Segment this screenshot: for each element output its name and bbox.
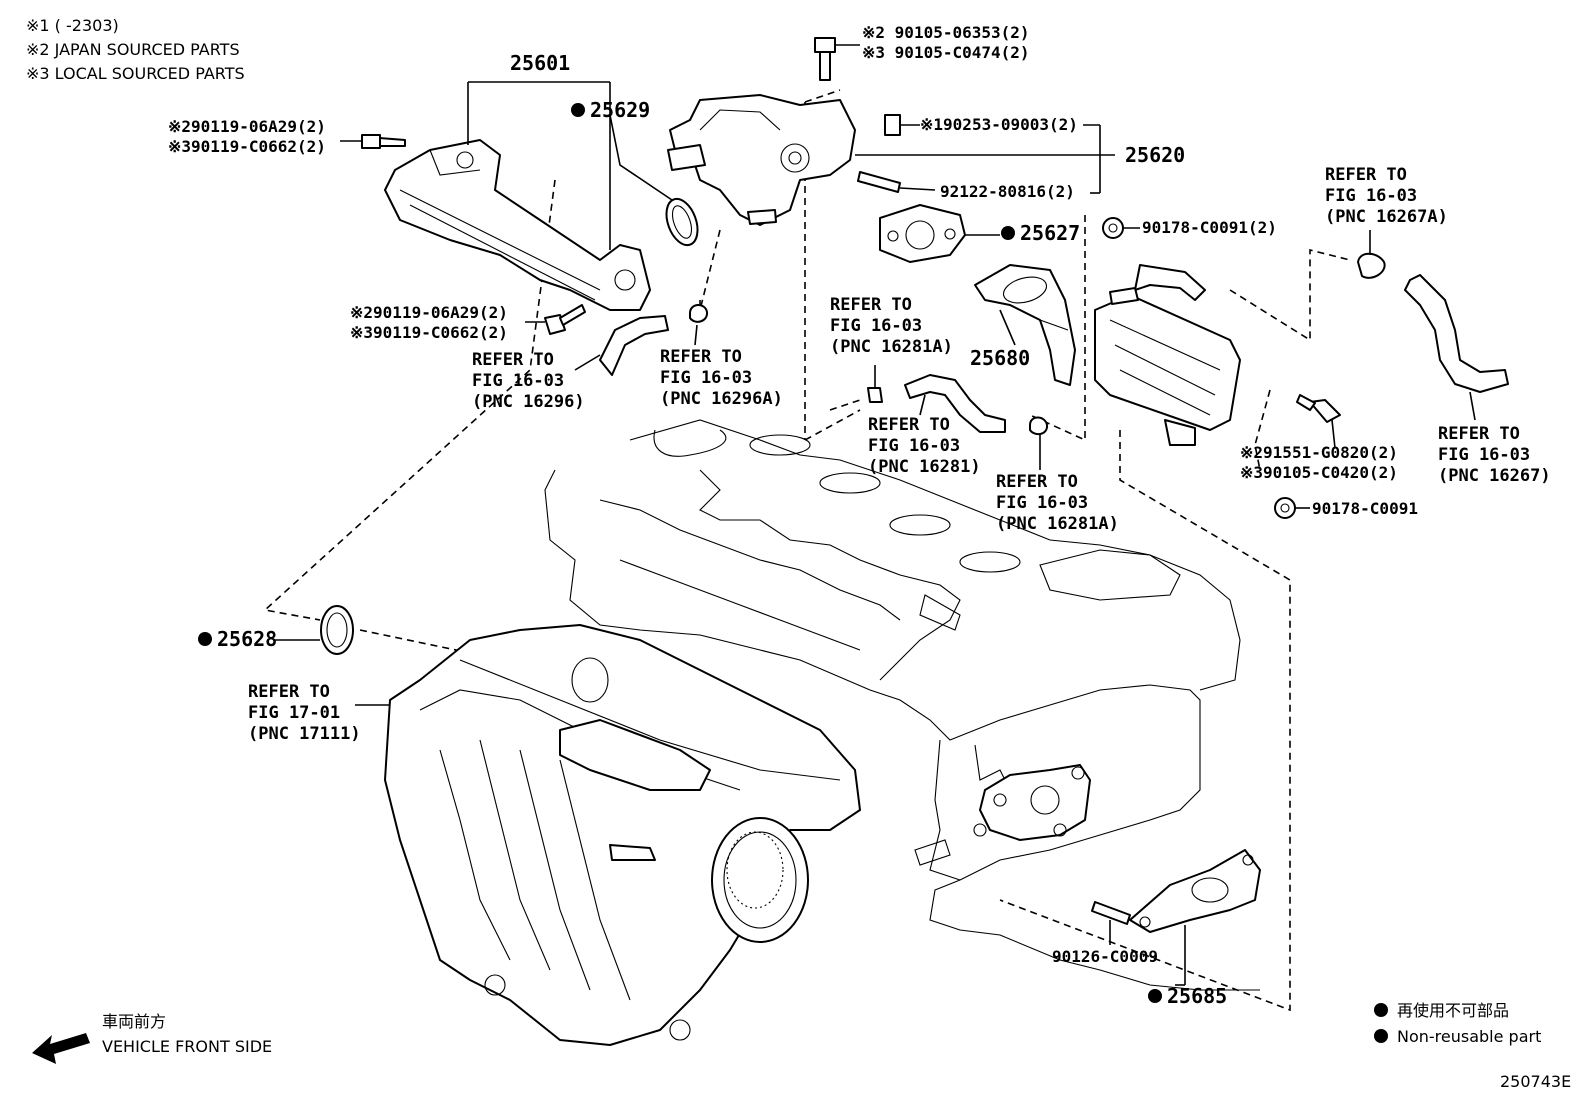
label-bolt-1b: ※3 90105-C0474(2) (862, 43, 1030, 62)
nut-90178-a: 90178-C0091(2) (1102, 217, 1277, 239)
legend: 再使用不可部品 Non-reusable part (1374, 1001, 1541, 1046)
figure-id: 250743E (1500, 1072, 1571, 1091)
svg-text:(PNC 16281): (PNC 16281) (868, 457, 981, 477)
label-91551-a: ※291551-G0820(2) (1240, 443, 1398, 462)
svg-text:FIG 16-03: FIG 16-03 (830, 316, 922, 336)
label-25685: 25685 (1167, 984, 1227, 1008)
svg-text:REFER TO: REFER TO (868, 415, 950, 435)
svg-text:REFER TO: REFER TO (1438, 424, 1520, 444)
ref-16296: REFER TO FIG 16-03 (PNC 16296) (472, 350, 601, 412)
refer-blocks: REFER TO FIG 16-03 (PNC 16296) REFER TO … (248, 165, 1551, 744)
label-bolt-1a: ※2 90105-06353(2) (862, 23, 1030, 42)
vehicle-front-indicator: 車両前方 VEHICLE FRONT SIDE (32, 1012, 272, 1064)
front-arrow-icon (32, 1033, 90, 1064)
svg-text:REFER TO: REFER TO (472, 350, 554, 370)
svg-text:FIG 17-01: FIG 17-01 (248, 703, 340, 723)
engine-block-outline (544, 419, 1260, 991)
clip-16267a (1357, 230, 1386, 279)
label-90253: ※190253-09003(2) (920, 115, 1078, 134)
stud-90126: 90126-C0009 (1052, 901, 1158, 966)
svg-text:(PNC 16281A): (PNC 16281A) (996, 514, 1119, 534)
part-25620-egr-valve: 25620 (667, 94, 1185, 226)
part-25680-egr-connector: 25680 (970, 264, 1076, 386)
bolt-91551: ※291551-G0820(2) ※390105-C0420(2) (1240, 394, 1398, 482)
label-90126: 90126-C0009 (1052, 947, 1158, 966)
svg-text:FIG 16-03: FIG 16-03 (868, 436, 960, 456)
note-2: ※2 JAPAN SOURCED PARTS (26, 40, 240, 59)
label-90178-a: 90178-C0091(2) (1142, 218, 1277, 237)
ref-16281: REFER TO FIG 16-03 (PNC 16281) (868, 394, 981, 477)
stud-92122: 92122-80816(2) (857, 171, 1075, 201)
legend-dot-icon (1374, 1003, 1388, 1017)
label-25680: 25680 (970, 346, 1030, 370)
label-25620: 25620 (1125, 143, 1185, 167)
svg-text:(PNC 17111): (PNC 17111) (248, 724, 361, 744)
part-25627-gasket: 25627 (879, 204, 1080, 263)
svg-text:(PNC 16296): (PNC 16296) (472, 392, 585, 412)
svg-text:FIG 16-03: FIG 16-03 (1325, 186, 1417, 206)
ref-17111: REFER TO FIG 17-01 (PNC 17111) (248, 682, 361, 744)
svg-text:REFER TO: REFER TO (1325, 165, 1407, 185)
label-91551-b: ※390105-C0420(2) (1240, 463, 1398, 482)
note-1: ※1 ( -2303) (26, 16, 119, 35)
svg-text:REFER TO: REFER TO (830, 295, 912, 315)
front-en: VEHICLE FRONT SIDE (102, 1037, 272, 1056)
note-3: ※3 LOCAL SOURCED PARTS (26, 64, 245, 83)
label-25601: 25601 (510, 51, 570, 75)
bolt-mid-left: ※290119-06A29(2) ※390119-C0662(2) (350, 303, 586, 342)
svg-text:REFER TO: REFER TO (660, 347, 742, 367)
part-25629-gasket: 25629 (571, 98, 699, 247)
part-25628-ring: 25628 (198, 605, 354, 655)
svg-text:(PNC 16296A): (PNC 16296A) (660, 389, 783, 409)
bolt-top-left: ※290119-06A29(2) ※390119-C0662(2) (168, 117, 406, 156)
label-92122: 92122-80816(2) (940, 182, 1075, 201)
ref-16267: REFER TO FIG 16-03 (PNC 16267) (1438, 391, 1551, 486)
svg-text:FIG 16-03: FIG 16-03 (996, 493, 1088, 513)
ref-16281a-bot: REFER TO FIG 16-03 (PNC 16281A) (996, 435, 1119, 534)
svg-text:FIG 16-03: FIG 16-03 (1438, 445, 1530, 465)
pin-90253: ※190253-09003(2) (884, 114, 1101, 194)
label-25627: 25627 (1020, 221, 1080, 245)
svg-text:FIG 16-03: FIG 16-03 (660, 368, 752, 388)
label-25629: 25629 (590, 98, 650, 122)
intake-manifold (355, 624, 861, 1046)
part-25601-egr-pipe: 25601 (384, 51, 651, 311)
legend-dot-icon (1374, 1029, 1388, 1043)
part-25685-gasket: 25685 (1129, 849, 1261, 1008)
svg-text:(PNC 16267): (PNC 16267) (1438, 466, 1551, 486)
label-bolt-2a: ※290119-06A29(2) (168, 117, 326, 136)
label-90178-b: 90178-C0091 (1312, 499, 1418, 518)
label-bolt-3a: ※290119-06A29(2) (350, 303, 508, 322)
legend-en: Non-reusable part (1397, 1027, 1541, 1046)
svg-text:REFER TO: REFER TO (248, 682, 330, 702)
nut-90178-b: 90178-C0091 (1274, 497, 1418, 519)
svg-text:REFER TO: REFER TO (996, 472, 1078, 492)
label-bolt-3b: ※390119-C0662(2) (350, 323, 508, 342)
ref-16296a: REFER TO FIG 16-03 (PNC 16296A) (660, 324, 783, 409)
svg-text:(PNC 16267A): (PNC 16267A) (1325, 207, 1448, 227)
hose-right (1404, 274, 1509, 393)
legend-jp: 再使用不可部品 (1397, 1001, 1509, 1020)
hoses-center (599, 300, 1049, 436)
notes-block: ※1 ( -2303) ※2 JAPAN SOURCED PARTS ※3 LO… (26, 16, 245, 83)
front-jp: 車両前方 (102, 1012, 166, 1031)
ref-16267a: REFER TO FIG 16-03 (PNC 16267A) (1325, 165, 1448, 227)
svg-text:FIG 16-03: FIG 16-03 (472, 371, 564, 391)
egr-cooler (1094, 264, 1241, 446)
ref-16281a-top: REFER TO FIG 16-03 (PNC 16281A) (830, 295, 953, 357)
label-bolt-2b: ※390119-C0662(2) (168, 137, 326, 156)
label-25628: 25628 (217, 627, 277, 651)
bolt-top-center: ※2 90105-06353(2) ※3 90105-C0474(2) (814, 23, 1030, 81)
svg-text:(PNC 16281A): (PNC 16281A) (830, 337, 953, 357)
